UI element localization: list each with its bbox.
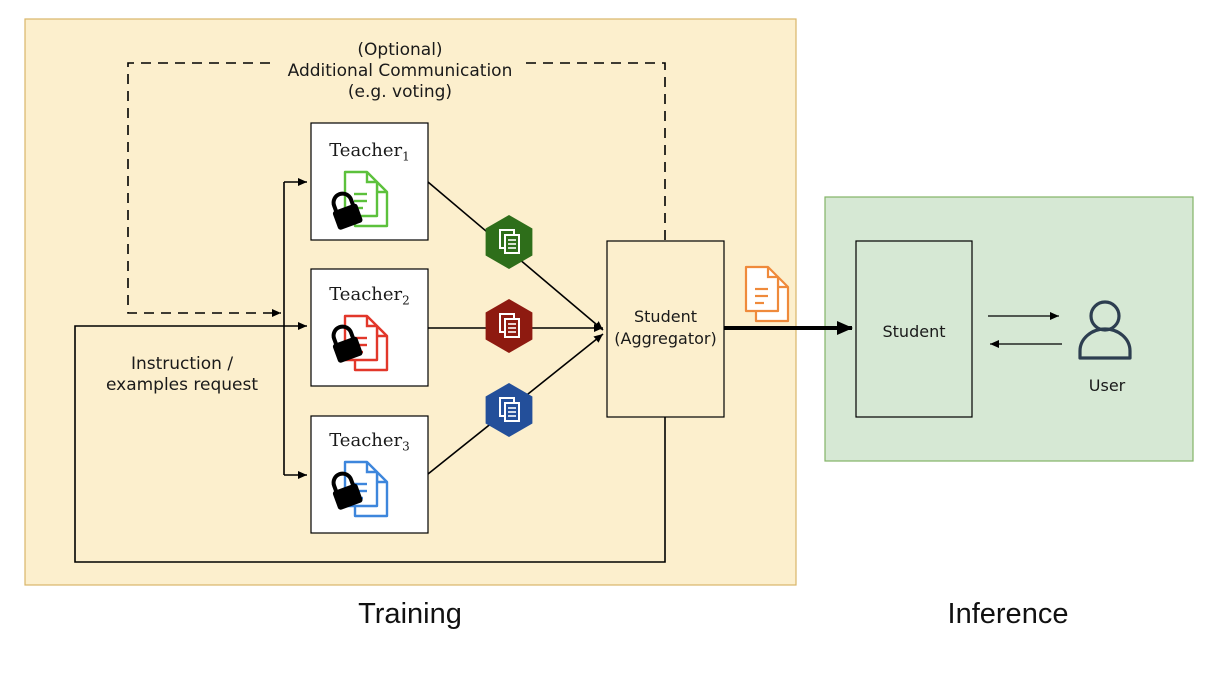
- request-label-line2: examples request: [105, 375, 259, 395]
- user-label: User: [1088, 376, 1126, 395]
- document-icon: [343, 460, 389, 518]
- aggregator-line1: Student: [634, 307, 697, 326]
- aggregator-label: Student (Aggregator): [604, 306, 727, 350]
- documents-badge-icon: [485, 215, 533, 269]
- request-label-line1: Instruction /: [130, 354, 234, 374]
- document-icon: [744, 265, 790, 323]
- documents-badge-icon: [485, 299, 533, 353]
- teacher-3-label: Teacher3: [329, 430, 410, 454]
- optional-comm-line2: Additional Communication: [287, 61, 513, 81]
- inference-student-label: Student: [882, 322, 946, 341]
- request-label: Instruction / examples request: [92, 354, 272, 396]
- user-icon: [1078, 300, 1132, 360]
- request-loop-line: [74, 322, 666, 563]
- optional-comm-line-right: [520, 62, 666, 240]
- documents-badge-icon: [485, 383, 533, 437]
- aggregator-box: [606, 240, 725, 418]
- inference-student-box: [855, 240, 973, 418]
- optional-comm-label: (Optional) Additional Communication (e.g…: [250, 40, 550, 103]
- aggregator-line2: (Aggregator): [614, 329, 717, 348]
- teacher-2-label: Teacher2: [329, 284, 410, 308]
- optional-comm-line3: (e.g. voting): [347, 82, 453, 102]
- optional-comm-line-left: [127, 62, 281, 317]
- training-title: Training: [358, 598, 462, 630]
- teacher-1-label: Teacher1: [329, 140, 410, 164]
- optional-comm-line1: (Optional): [357, 40, 443, 60]
- inference-title: Inference: [947, 598, 1069, 630]
